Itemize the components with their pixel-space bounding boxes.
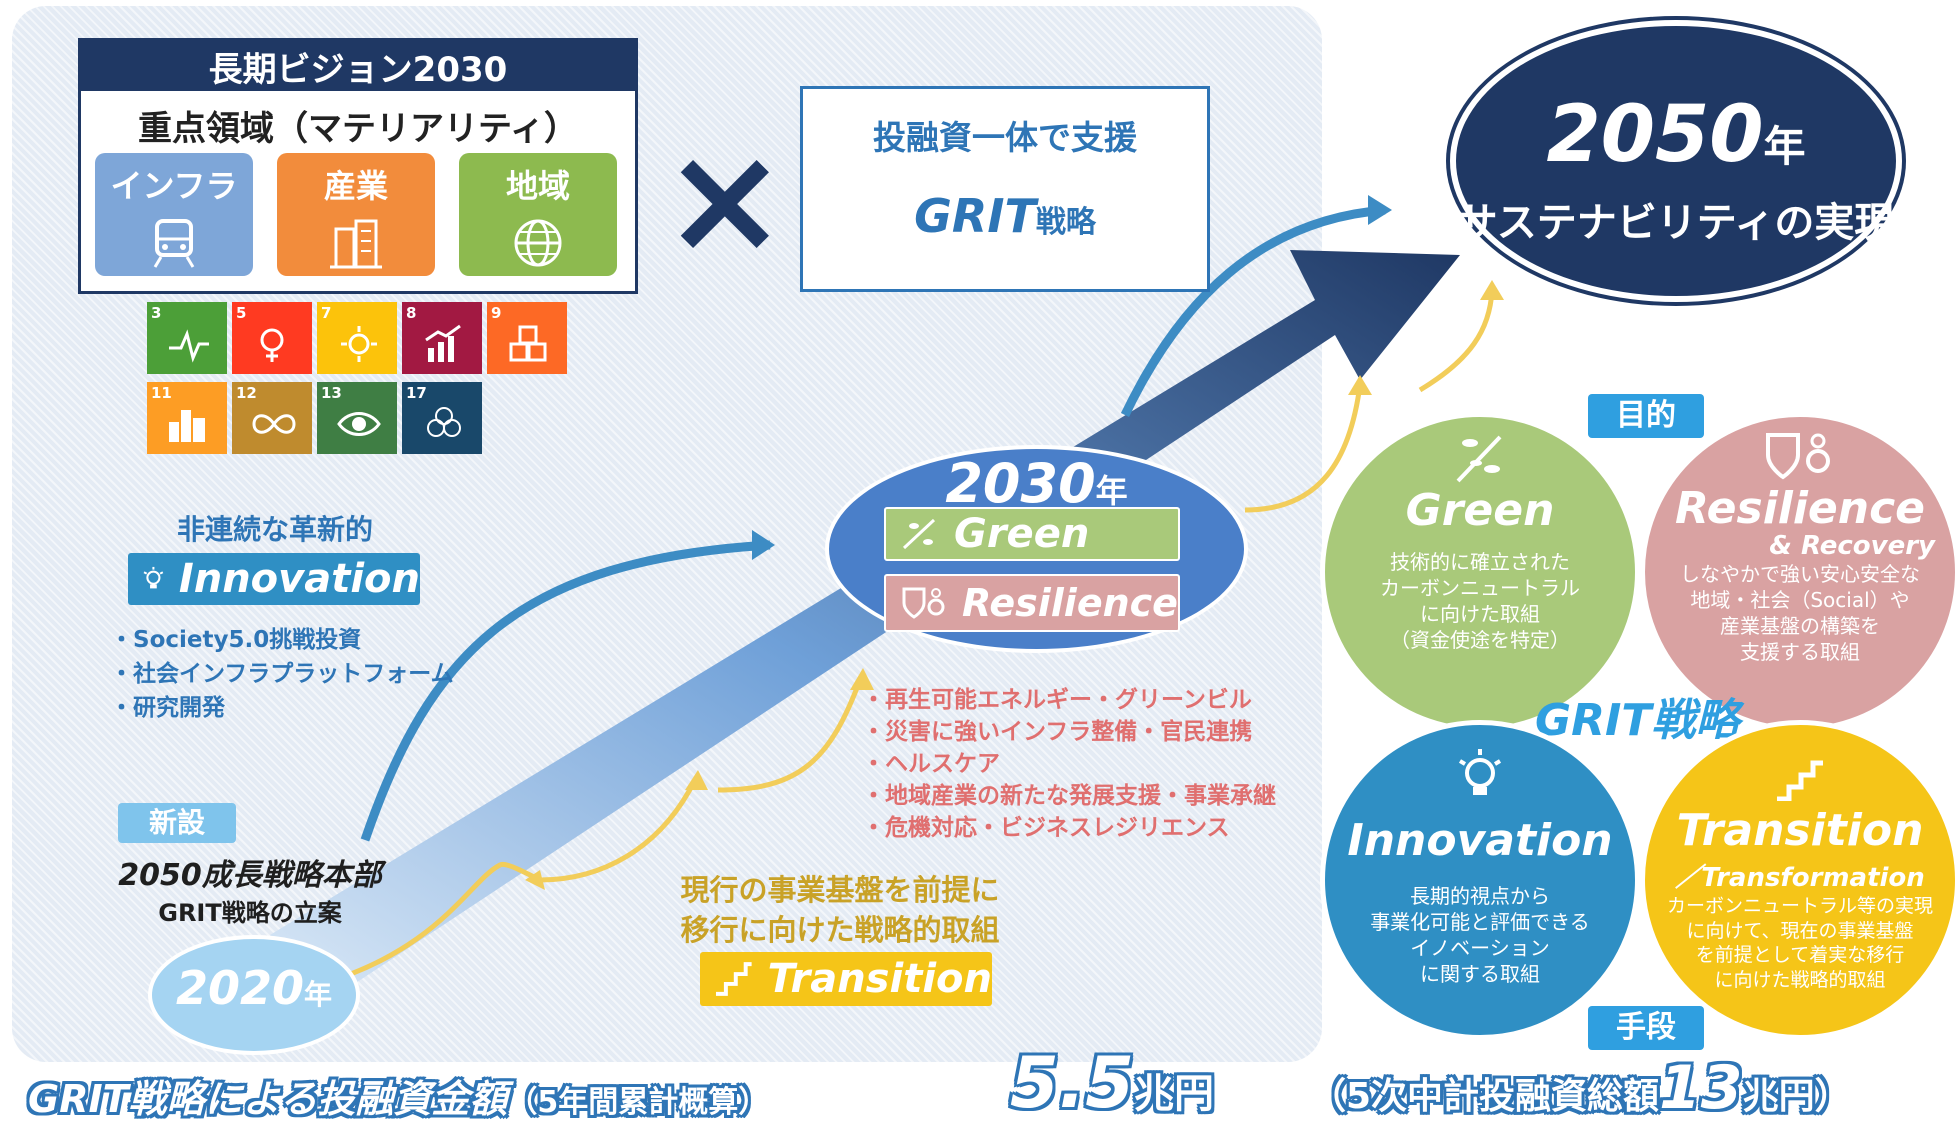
gender-icon (260, 328, 284, 362)
list-item: ・再生可能エネルギー・グリーンビル (862, 687, 1252, 713)
bottom-label: GRIT戦略による投融資金額（5年間累計概算） (28, 1077, 769, 1121)
list-item: ・ヘルスケア (862, 751, 1000, 777)
mid-items-list: ・再生可能エネルギー・グリーンビル ・災害に強いインフラ整備・官民連携 ・ヘルス… (862, 684, 1276, 844)
list-item: ・Society5.0挑戦投資 (110, 627, 362, 653)
grit-resilience-title: Resilience (1674, 483, 1926, 534)
stairs-icon (715, 962, 752, 996)
hq-name: 2050成長戦略本部 (118, 858, 382, 893)
vision-title: 長期ビジョン2030 (81, 41, 635, 91)
list-item: ・地域産業の新たな発展支援・事業承継 (862, 783, 1276, 809)
growth-chart-icon (425, 324, 461, 362)
train-icon (153, 219, 195, 268)
means-badge: 手段 (1588, 1006, 1704, 1050)
hq-sub: GRIT戦略の立案 (158, 899, 342, 927)
grit-transition-circle: Transition ／Transformation カーボンニュートラル等の実… (1640, 720, 1960, 1040)
finance-line1: 投融資一体で支援 (873, 118, 1137, 157)
times-symbol: × (662, 113, 788, 287)
eye-globe-icon (337, 412, 381, 436)
materiality-tile-infra: インフラ (95, 153, 253, 276)
list-item: ・社会インフラプラットフォーム (110, 661, 454, 687)
materiality-tile-industry: 産業 (277, 153, 435, 276)
innovation-pill: Innovation (128, 553, 420, 605)
shield-fire-icon (1766, 433, 1830, 480)
transition-text: 現行の事業基盤を前提に 移行に向けた戦略的取組 (680, 873, 1000, 947)
grit-green-title: Green (1405, 485, 1555, 536)
purpose-badge: 目的 (1588, 394, 1704, 438)
sprout-icon (902, 518, 936, 550)
sdg-icon-8: 8 (402, 302, 482, 374)
list-item: ・災害に強いインフラ整備・官民連携 (862, 719, 1253, 745)
infinity-icon (252, 414, 296, 434)
mid-green-pill: Green (884, 507, 1180, 561)
goal-text: サステナビリティの実現 (1457, 200, 1895, 246)
finance-grit: GRIT戦略 (914, 189, 1096, 243)
sdg-icon-7: 7 (317, 302, 397, 374)
mid-resilience-pill: Resilience (884, 574, 1180, 632)
stairs-icon (1777, 760, 1823, 802)
grit-innovation-title: Innovation (1347, 815, 1613, 866)
list-item: ・研究開発 (110, 695, 225, 721)
globe-icon (514, 219, 562, 267)
sun-icon (341, 326, 377, 362)
growth-arrow (270, 250, 1460, 1000)
lightbulb-icon (1458, 749, 1502, 795)
sdg-icon-17: 17 (402, 382, 482, 454)
sprout-icon (1456, 435, 1502, 483)
materiality-heading: 重点領域（マテリアリティ） (138, 109, 578, 149)
sdg-icon-5: 5 (232, 302, 312, 374)
transition-curve-2 (717, 679, 863, 793)
transition-pill: Transition (700, 952, 992, 1006)
bottom-total: （5次中計投融資総額13兆円） (1310, 1053, 1851, 1123)
tile-label: インフラ (110, 167, 238, 205)
bottom-amount: 5.5兆円 (1010, 1042, 1215, 1124)
materiality-tile-region: 地域 (459, 153, 617, 276)
green-curve-arrow (1120, 205, 1386, 417)
heartbeat-icon (169, 329, 209, 363)
transition-curve-4 (1418, 289, 1495, 393)
tile-label: 地域 (505, 167, 570, 205)
city-icon (169, 410, 205, 442)
sdg-icon-12: 12 (232, 382, 312, 454)
goal-year: 2050年 (1546, 90, 1806, 180)
grit-innovation-circle: Innovation 長期的視点から 事業化可能と評価できる イノベーション に… (1320, 720, 1640, 1040)
grit-transition-title: Transition (1676, 805, 1924, 856)
sdg-icon-9: 9 (487, 302, 567, 374)
innovation-curve-arrow (360, 540, 771, 842)
transition-curve-1 (317, 862, 502, 988)
partnership-icon (427, 407, 461, 437)
innovation-heading: 非連続な革新的 (176, 513, 373, 546)
sdg-icon-3: 3 (147, 302, 227, 374)
start-2020-ellipse: 2020年 (148, 935, 360, 1055)
cubes-icon (509, 325, 547, 362)
sdg-icon-11: 11 (147, 382, 227, 454)
finance-support-box: 投融資一体で支援 GRIT戦略 (800, 86, 1210, 292)
list-item: ・危機対応・ビジネスレジリエンス (862, 815, 1230, 841)
mid-year: 2030年 (945, 452, 1128, 515)
new-badge: 新設 (118, 803, 236, 843)
lightbulb-icon (143, 566, 164, 589)
vision-2030-box: 長期ビジョン2030 重点領域（マテリアリティ） インフラ 産業 地域 (78, 38, 638, 294)
grit-green-circle: Green 技術的に確立された カーボンニュートラル に向けた取組 （資金使途を… (1320, 412, 1640, 732)
goal-2050-ellipse: 2050年 サステナビリティの実現 (1450, 20, 1902, 302)
innovation-list: ・Society5.0挑戦投資 ・社会インフラプラットフォーム ・研究開発 (110, 620, 454, 722)
tile-label: 産業 (323, 167, 388, 205)
sdg-icon-13: 13 (317, 382, 397, 454)
building-icon (330, 219, 382, 269)
shield-fire-icon (902, 587, 945, 619)
